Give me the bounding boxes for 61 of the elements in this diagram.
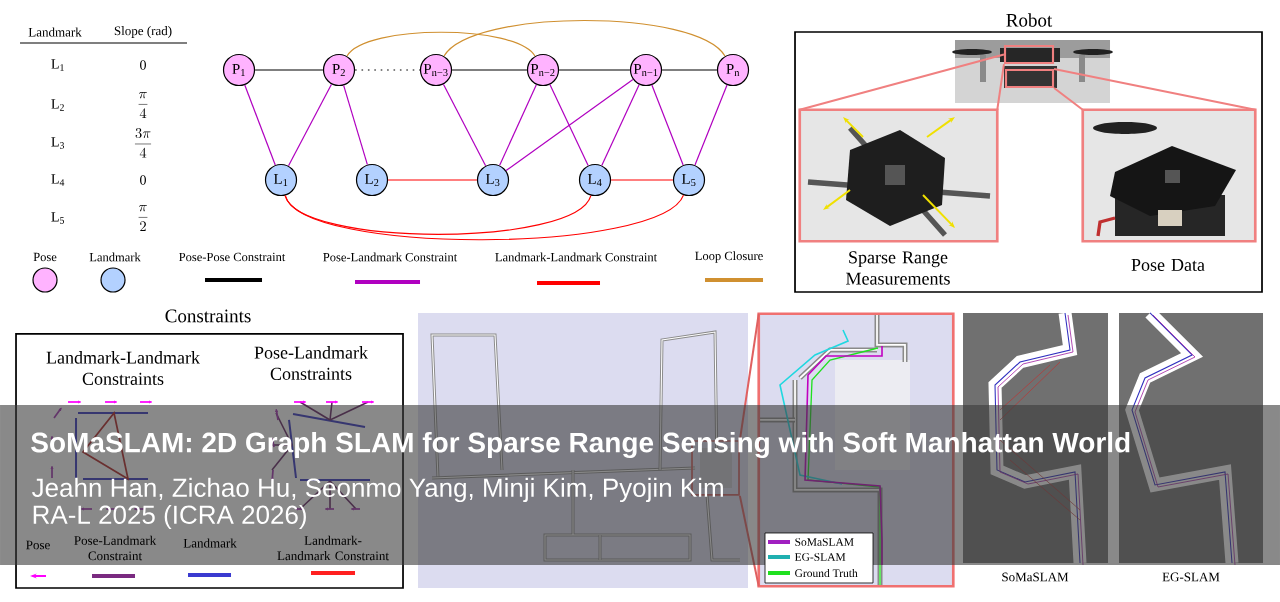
constraint-line [387, 179, 478, 181]
table-entry: $\frac{\pi}{2}$ [138, 204, 148, 232]
constraint-line [287, 83, 333, 167]
zoom-line [798, 53, 1005, 111]
legend-label: Landmark [183, 538, 237, 548]
legend-label: Pose [33, 252, 57, 262]
legend-label: Pose [26, 540, 50, 550]
legend-label: EG-SLAM [794, 553, 846, 561]
legend-label: Pose-Landmark Constraint [74, 535, 157, 561]
constraint-line [354, 69, 421, 71]
table-entry: L$_{3}$ [51, 137, 64, 149]
photo-caption: SoMaSLAM [1002, 572, 1069, 582]
legend-label: Ground Truth [795, 568, 858, 578]
loop-closure-arc [443, 19, 726, 57]
node-label: Robot [1006, 13, 1053, 27]
constraint-line [244, 84, 276, 166]
robot-photo [952, 40, 1113, 103]
table-entry: L$_{5}$ [51, 212, 64, 224]
legend-label: Landmark-Landmark Constraint [277, 535, 389, 561]
constraint-line [601, 84, 640, 166]
constraint-line [499, 84, 537, 166]
highlight-box [1003, 44, 1055, 65]
table-header: Landmark [28, 27, 82, 37]
constraint-line [505, 78, 634, 172]
photo-caption: EG-SLAM [1162, 572, 1220, 582]
constraint-line [254, 69, 324, 71]
photo-caption: Sparse Range Measurements [846, 251, 950, 285]
constraint-line [442, 83, 487, 167]
table-entry: $\frac{\pi}{4}$ [138, 91, 148, 119]
table-entry: $\frac{3\pi}{4}$ [134, 128, 152, 158]
zoom-line [738, 494, 760, 588]
constraint-line [451, 69, 528, 71]
constraint-line [343, 84, 368, 166]
legend-label: SoMaSLAM [795, 538, 854, 546]
legend-label: Landmark-Landmark Constraint [495, 252, 658, 262]
constraint-line [549, 83, 589, 167]
table-entry: 0 [140, 60, 146, 70]
panel-heading: Pose-Landmark Constraints [254, 346, 368, 380]
zoom-line [1053, 87, 1084, 111]
legend-label: Landmark [89, 252, 141, 262]
constraint-line [284, 194, 685, 241]
constraint-line [610, 179, 674, 181]
constraint-line [558, 69, 631, 71]
highlight-box [1004, 68, 1055, 89]
venue-text: RA-L 2025 (ICRA 2026) [33, 504, 306, 530]
legend-label: Pose-Pose Constraint [179, 252, 286, 262]
table-entry: L$_{2}$ [51, 99, 64, 111]
node-label: Constraints [165, 309, 251, 323]
constraint-line [651, 84, 684, 166]
table-entry: 0 [140, 175, 146, 185]
constraint-line [661, 69, 718, 71]
constraint-line [694, 84, 728, 166]
legend-label: Pose-Landmark Constraint [323, 252, 458, 262]
legend-label: Loop Closure [695, 251, 763, 263]
zoom-line [996, 63, 1005, 111]
loop-closure-arc [346, 31, 536, 57]
table-entry: L$_{1}$ [51, 59, 64, 71]
photo-caption: Pose Data [1131, 259, 1205, 271]
table-header: Slope (rad) [114, 26, 172, 38]
panel-heading: Landmark-Landmark Constraints [46, 351, 200, 385]
table-entry: L$_{4}$ [51, 174, 65, 186]
